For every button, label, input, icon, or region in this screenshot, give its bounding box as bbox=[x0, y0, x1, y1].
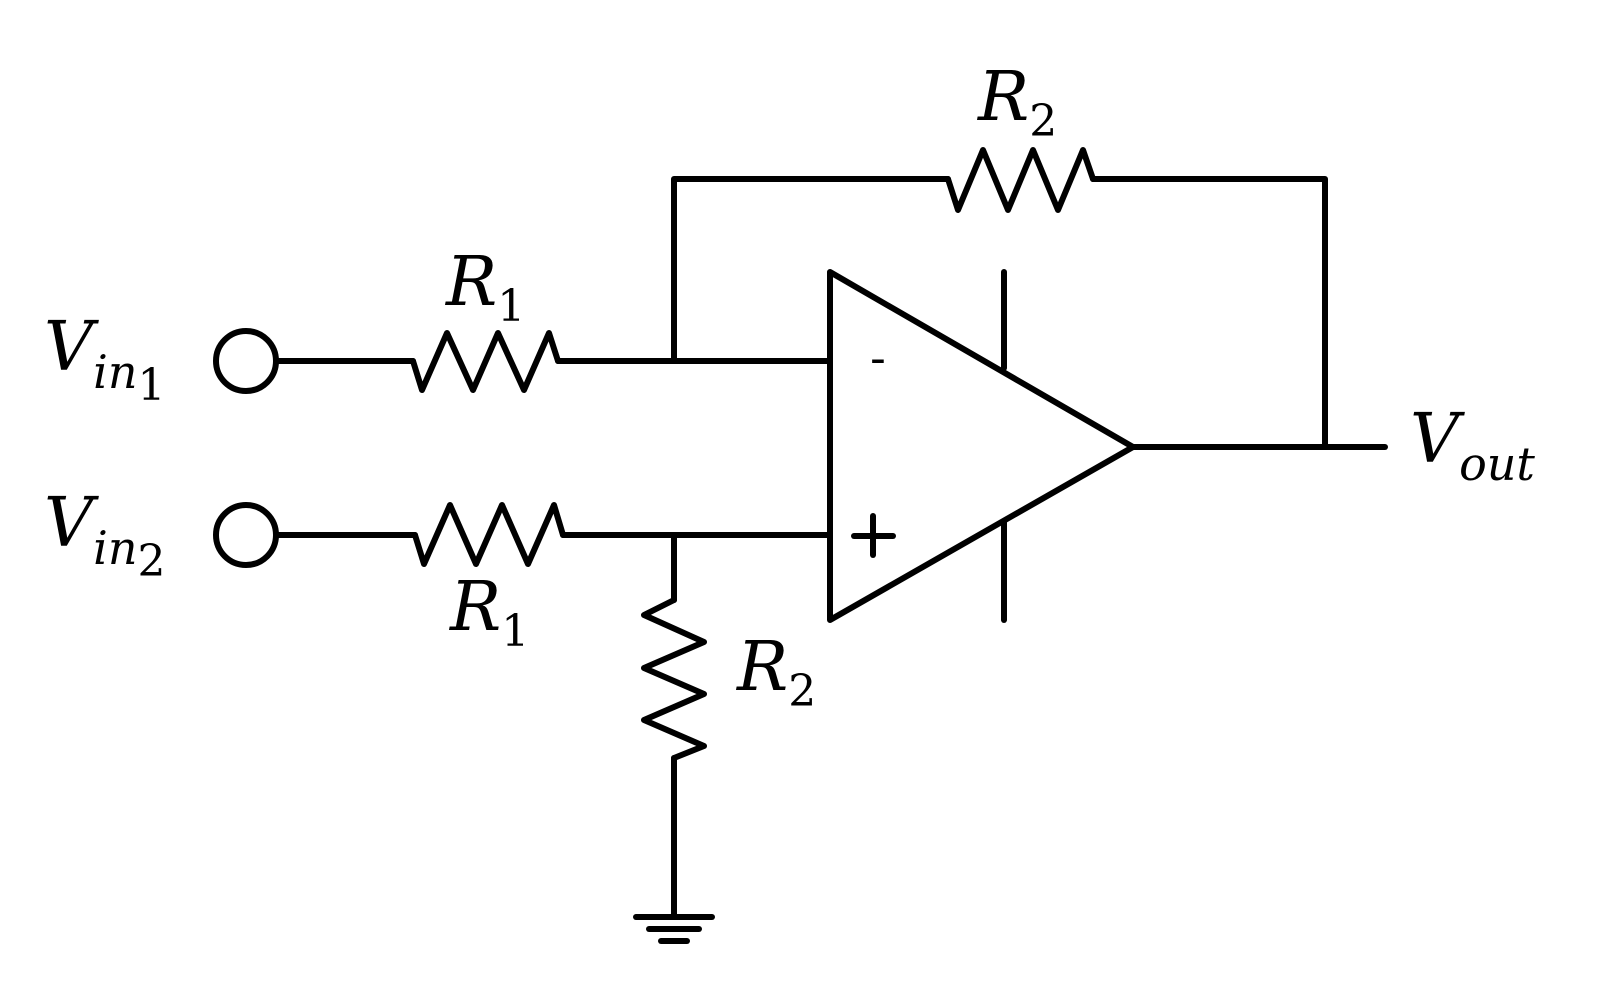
label-r2-ground: R2 bbox=[735, 628, 816, 717]
inverting-input-sign: - bbox=[870, 333, 886, 384]
label-r2-feedback: R2 bbox=[976, 58, 1057, 147]
resistor-r2-ground bbox=[641, 597, 707, 761]
ground-icon bbox=[633, 914, 715, 944]
vin1-terminal bbox=[213, 328, 279, 394]
label-vin2: Vin2 bbox=[44, 484, 165, 587]
wire-feedback-right bbox=[1090, 176, 1328, 450]
opamp-body bbox=[827, 269, 1136, 623]
vin2-terminal bbox=[213, 502, 279, 568]
resistor-r1-top bbox=[410, 330, 561, 393]
label-vin1: Vin1 bbox=[44, 308, 165, 411]
wire-feedback-left bbox=[671, 176, 951, 364]
resistor-r1-bottom bbox=[412, 502, 566, 567]
label-r1-bottom: R1 bbox=[448, 568, 529, 657]
resistor-r2-feedback bbox=[945, 147, 1096, 213]
label-r1-top: R1 bbox=[444, 243, 525, 332]
noninverting-input-sign bbox=[851, 513, 896, 558]
label-vout: Vout bbox=[1410, 400, 1535, 491]
